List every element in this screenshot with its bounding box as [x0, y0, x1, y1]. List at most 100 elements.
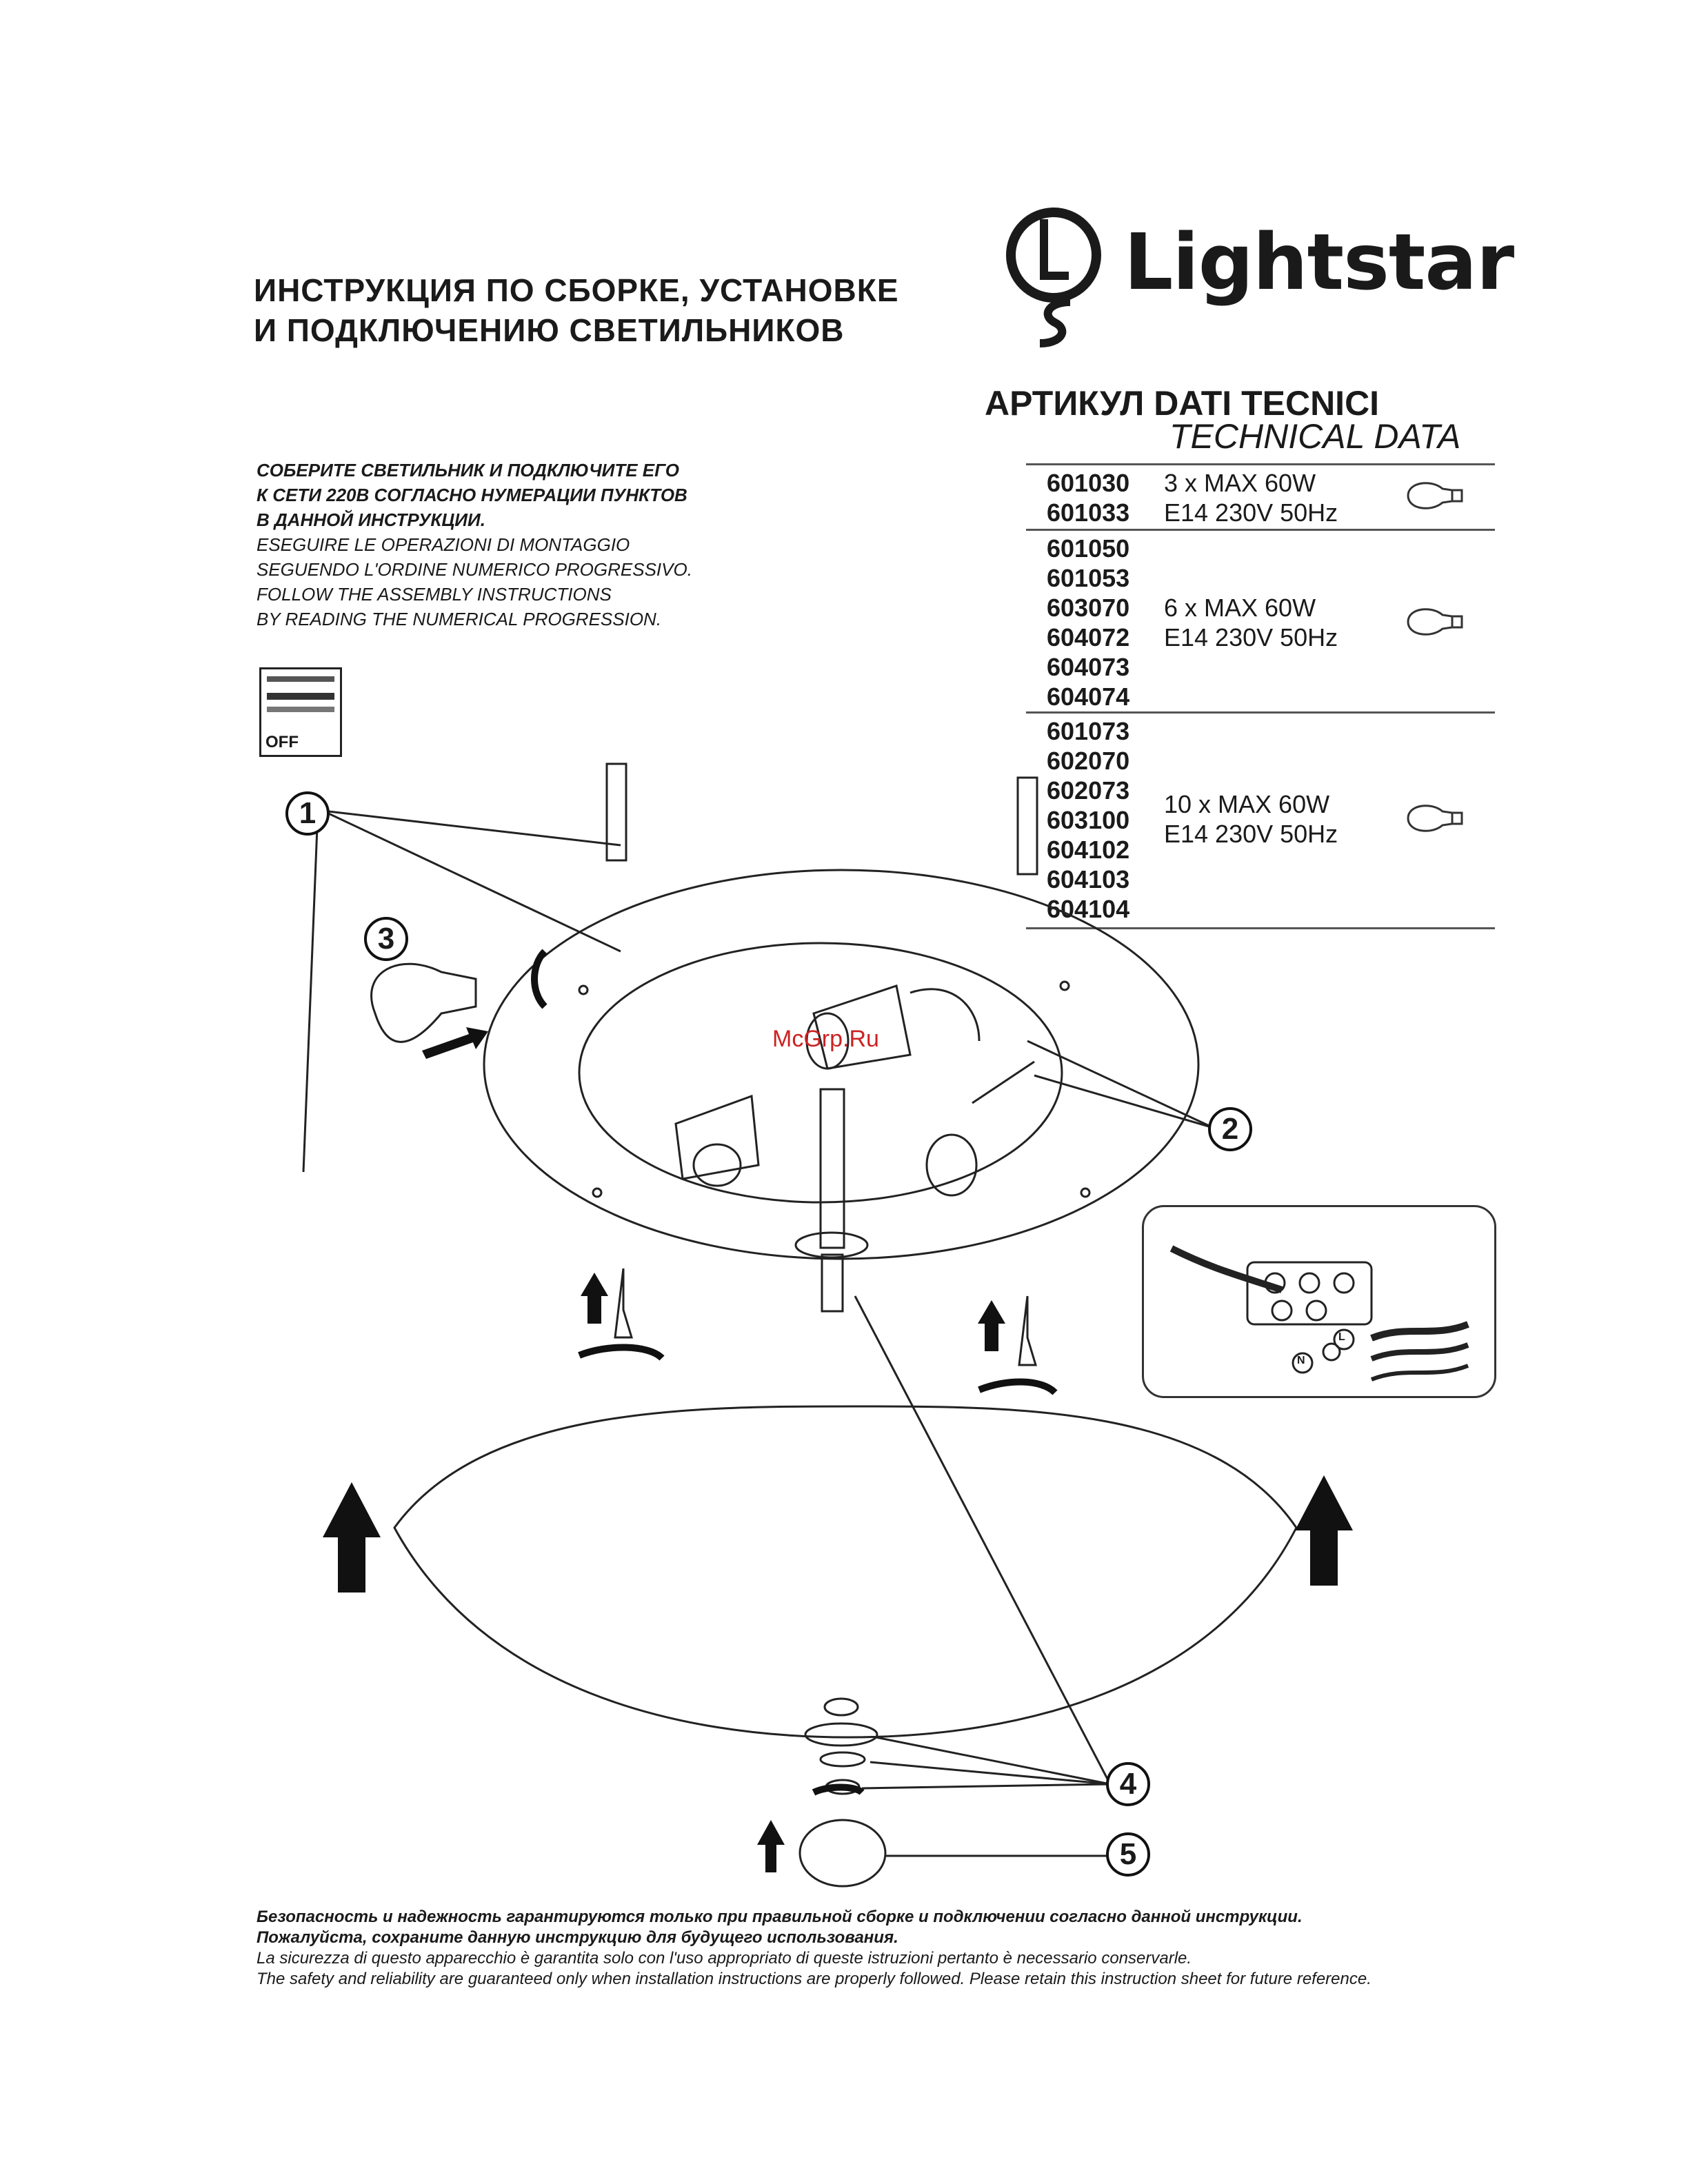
article-code: 602070	[1047, 747, 1130, 775]
step-5-badge: 5	[1106, 1832, 1150, 1877]
article-code: 601050	[1047, 534, 1130, 563]
step-3-badge: 3	[364, 917, 408, 961]
insert-arrow-icon	[422, 1027, 488, 1059]
technical-table: 601030 601033 3 x MAX 60W E14 230V 50Hz …	[1026, 463, 1495, 929]
lightbulb-logo-icon	[1006, 208, 1101, 347]
article-code: 604073	[1047, 653, 1130, 681]
article-codes: 601050 601053 603070 604072 604073 60407…	[1047, 534, 1129, 711]
article-code: 603070	[1047, 594, 1130, 622]
article-code: 601033	[1047, 498, 1130, 527]
safety-footer: Безопасность и надежность гарантируются …	[257, 1907, 1372, 1990]
finial-knob	[798, 1819, 887, 1888]
lamp-socket	[805, 1012, 850, 1070]
finial-cap	[823, 1697, 859, 1717]
rotate-icon	[812, 1783, 865, 1796]
spec-socket: E14 230V 50Hz	[1164, 820, 1338, 848]
footer-ru-2: Пожалуйста, сохраните данную инструкцию …	[257, 1928, 898, 1947]
article-code: 603100	[1047, 806, 1130, 834]
spec-text: 3 x MAX 60W E14 230V 50Hz	[1164, 468, 1338, 527]
terminal-block-icon	[1169, 1245, 1469, 1382]
article-codes: 601073 602070 602073 603100 604102 60410…	[1047, 716, 1129, 924]
wire	[972, 1060, 1035, 1104]
rod-washer	[794, 1231, 869, 1259]
title-line-1: ИНСТРУКЦИЯ ПО СБОРКЕ, УСТАНОВКЕ	[254, 272, 899, 308]
up-arrow-icon	[1295, 1475, 1353, 1586]
step-1-badge: 1	[285, 791, 330, 836]
rotate-icon	[531, 949, 547, 1009]
live-wire-label: L	[1338, 1331, 1345, 1343]
finial-washer	[819, 1751, 866, 1768]
article-code: 602073	[1047, 776, 1130, 805]
switch-panel-icon	[267, 676, 334, 712]
step-4-badge: 4	[1106, 1762, 1150, 1806]
wire	[910, 988, 981, 1042]
off-label: OFF	[265, 733, 299, 751]
footer-ru-1: Безопасность и надежность гарантируются …	[257, 1908, 1303, 1926]
document-title: ИНСТРУКЦИЯ ПО СБОРКЕ, УСТАНОВКЕ И ПОДКЛЮ…	[254, 270, 899, 350]
instr-en-1: FOLLOW THE ASSEMBLY INSTRUCTIONS	[257, 584, 612, 605]
spec-power: 10 x MAX 60W	[1164, 790, 1330, 818]
up-arrow-icon	[978, 1300, 1005, 1351]
assembly-instructions: СОБЕРИТЕ СВЕТИЛЬНИК И ПОДКЛЮЧИТЕ ЕГО К С…	[257, 458, 692, 631]
ceiling-anchor	[1016, 776, 1038, 876]
lamp-socket	[692, 1143, 742, 1187]
ceiling-base-plate	[483, 869, 1200, 1260]
rod-tube	[821, 1253, 844, 1313]
rotate-icon	[978, 1378, 1058, 1395]
spec-power: 6 x MAX 60W	[1164, 594, 1316, 622]
power-off-switch-icon: OFF	[259, 667, 342, 757]
article-code: 601053	[1047, 564, 1130, 592]
table-row: 601073 602070 602073 603100 604102 60410…	[1026, 711, 1495, 929]
wiring-detail-inset: L N	[1142, 1205, 1496, 1398]
article-code: 601030	[1047, 469, 1130, 497]
instr-it-2: SEGUENDO L'ORDINE NUMERICO PROGRESSIVO.	[257, 559, 692, 580]
article-code: 604103	[1047, 865, 1130, 893]
article-code: 604102	[1047, 836, 1130, 864]
up-arrow-icon	[323, 1482, 381, 1593]
rotate-icon	[578, 1344, 665, 1361]
title-line-2: И ПОДКЛЮЧЕНИЮ СВЕТИЛЬНИКОВ	[254, 312, 845, 348]
step-2-badge: 2	[1208, 1107, 1252, 1151]
brand-name: Lightstar	[1124, 218, 1514, 307]
lamp-socket	[925, 1133, 978, 1197]
bulb-icon	[1407, 482, 1463, 509]
bulb-icon	[1407, 608, 1463, 636]
bulb-icon	[1407, 805, 1463, 832]
instr-it-1: ESEGUIRE LE OPERAZIONI DI MONTAGGIO	[257, 534, 630, 555]
technical-data-label: TECHNICAL DATA	[1169, 417, 1461, 456]
article-label: АРТИКУЛ	[985, 384, 1145, 423]
article-header: АРТИКУЛ DATI TECNICI	[985, 383, 1379, 423]
article-code: 604104	[1047, 895, 1130, 923]
article-codes: 601030 601033	[1047, 468, 1129, 527]
spec-text: 6 x MAX 60W E14 230V 50Hz	[1164, 593, 1338, 652]
table-row: 601050 601053 603070 604072 604073 60407…	[1026, 529, 1495, 711]
center-rod	[819, 1088, 845, 1249]
finial-washer	[804, 1722, 878, 1747]
ceiling-anchor	[605, 762, 627, 862]
mounting-screw	[614, 1268, 634, 1339]
article-code: 604072	[1047, 623, 1130, 651]
spec-text: 10 x MAX 60W E14 230V 50Hz	[1164, 789, 1338, 849]
up-arrow-icon	[757, 1820, 785, 1872]
table-row: 601030 601033 3 x MAX 60W E14 230V 50Hz	[1026, 463, 1495, 529]
instr-ru-2: К СЕТИ 220В СОГЛАСНО НУМЕРАЦИИ ПУНКТОВ	[257, 485, 687, 505]
lamp-holder	[812, 984, 912, 1070]
light-bulb	[370, 962, 477, 1043]
spec-power: 3 x MAX 60W	[1164, 469, 1316, 497]
dati-tecnici-label: DATI TECNICI	[1154, 384, 1380, 423]
glass-shade	[393, 1405, 1298, 1739]
article-code: 604074	[1047, 682, 1130, 711]
neutral-wire-label: N	[1297, 1355, 1305, 1366]
mounting-screw	[1018, 1295, 1038, 1366]
footer-it: La sicurezza di questo apparecchio è gar…	[257, 1949, 1192, 1968]
instr-ru-3: В ДАННОЙ ИНСТРУКЦИИ.	[257, 509, 485, 530]
up-arrow-icon	[581, 1273, 608, 1324]
article-code: 601073	[1047, 717, 1130, 745]
spec-socket: E14 230V 50Hz	[1164, 623, 1338, 651]
spec-socket: E14 230V 50Hz	[1164, 498, 1338, 527]
footer-en: The safety and reliability are guarantee…	[257, 1970, 1372, 1988]
brand-logo: Lightstar	[993, 199, 1514, 350]
watermark: McGrp.Ru	[772, 1026, 879, 1052]
instr-ru-1: СОБЕРИТЕ СВЕТИЛЬНИК И ПОДКЛЮЧИТЕ ЕГО	[257, 460, 679, 481]
